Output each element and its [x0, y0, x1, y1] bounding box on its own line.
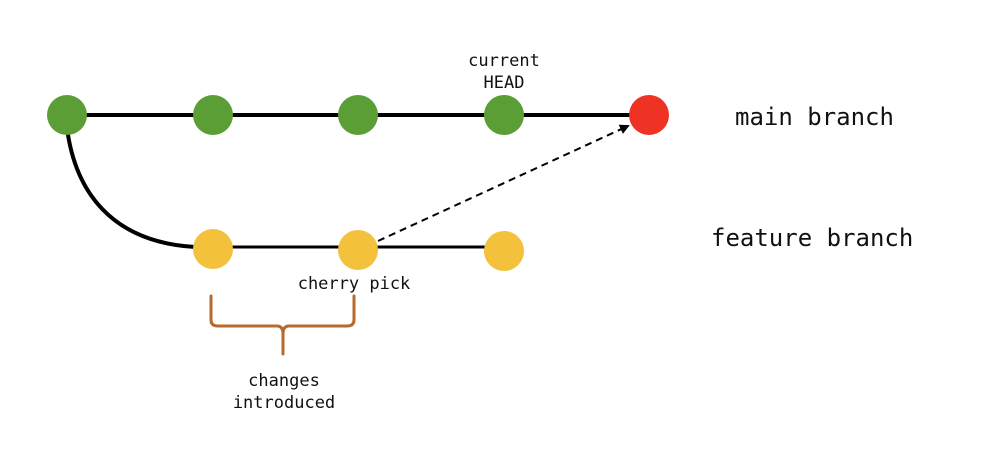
main-commit-head [484, 95, 524, 135]
main-commit-1 [47, 95, 87, 135]
feature-commit-1 [193, 229, 233, 269]
changes-introduced-label-line1: changes [248, 371, 320, 391]
main-commit-3 [338, 95, 378, 135]
cherry-picked-commit [629, 95, 669, 135]
feature-branch-label: feature branch [711, 224, 913, 252]
main-commit-2 [193, 95, 233, 135]
cherry-pick-label: cherry pick [298, 274, 411, 294]
main-branch-label: main branch [735, 103, 894, 131]
changes-brace [209, 294, 356, 356]
cherry-pick-arrow [377, 124, 630, 242]
feature-commit-2 [338, 230, 378, 270]
feature-commit-3 [484, 231, 524, 271]
fork-curve [65, 127, 196, 249]
changes-introduced-label-line2: introduced [233, 393, 335, 413]
current-head-label-line1: current [468, 51, 540, 71]
current-head-label-line2: HEAD [484, 73, 525, 93]
